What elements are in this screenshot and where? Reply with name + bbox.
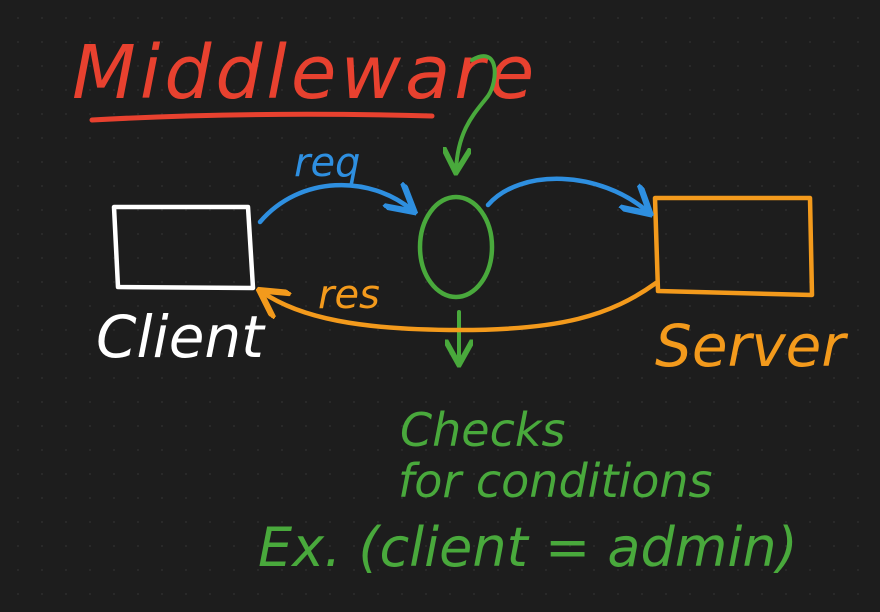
response-label: res xyxy=(318,272,380,318)
request-arrow-client-to-middleware xyxy=(257,185,412,225)
request-label: req xyxy=(294,140,360,186)
example-condition: Ex. (client = admin) xyxy=(258,516,798,579)
note-line-1: Checks xyxy=(400,403,565,457)
response-arrow-server-to-client xyxy=(262,280,659,333)
client-box xyxy=(111,204,256,291)
diagram-title: Middleware xyxy=(72,30,538,116)
request-arrow-middleware-to-server xyxy=(485,176,648,212)
server-label: Server xyxy=(655,312,848,380)
middleware-node xyxy=(417,194,495,300)
client-label: Client xyxy=(96,303,266,371)
middleware-pointer-arrow xyxy=(456,54,497,170)
server-box xyxy=(652,195,815,298)
note-line-2: for conditions xyxy=(398,454,713,508)
title-underline xyxy=(89,111,435,123)
